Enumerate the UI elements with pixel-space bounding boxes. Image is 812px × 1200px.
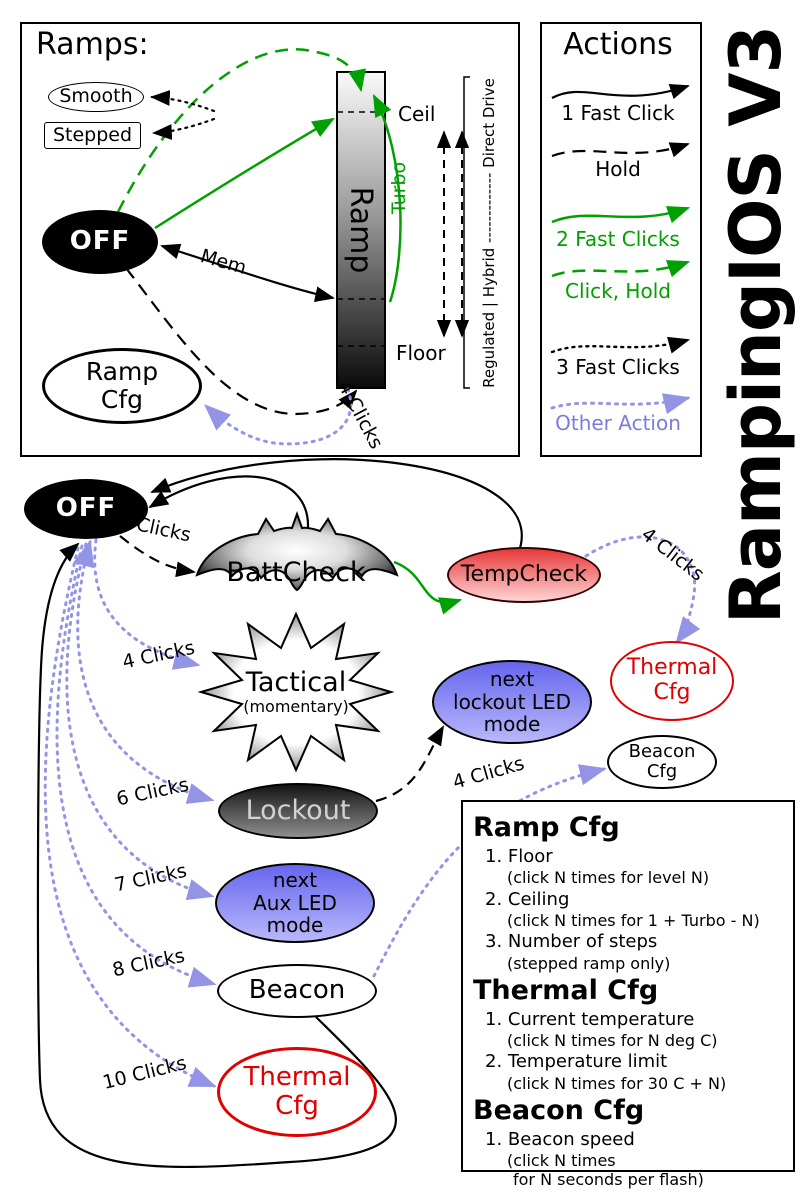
tactical-line1: Tactical bbox=[245, 667, 347, 699]
smooth-node: Smooth bbox=[48, 82, 144, 112]
ramp-cfg-line2: Cfg bbox=[100, 385, 144, 414]
battcheck-bat-shape bbox=[195, 511, 399, 592]
legend-other-action-arrow bbox=[550, 393, 691, 415]
edge-off-mem bbox=[160, 243, 335, 302]
next-aux-led-node: next Aux LED mode bbox=[215, 863, 375, 943]
config-item: 3. Number of steps bbox=[485, 931, 658, 953]
ceil-label: Ceil bbox=[398, 102, 436, 126]
stepped-label: Stepped bbox=[52, 123, 133, 146]
config-panel-box: Ramp Cfg 1. Floor (click N times for lev… bbox=[461, 800, 795, 1189]
edge-battcheck-off bbox=[148, 475, 310, 529]
edge-tempcheck-off bbox=[150, 458, 523, 549]
next-lockout-line3: mode bbox=[483, 712, 541, 737]
legend-3-fast-clicks-arrow bbox=[550, 336, 691, 354]
edge-off-hold-floor bbox=[125, 267, 358, 416]
config-item-sub: (stepped ramp only) bbox=[507, 953, 671, 973]
edge-beacon-off-loop bbox=[36, 542, 397, 1169]
beacon-node: Beacon bbox=[217, 964, 377, 1018]
page-title: RampingIOS V3 bbox=[715, 25, 797, 625]
legend-hold-arrow bbox=[551, 142, 690, 158]
thermal-cfg-bottom-line2: Cfg bbox=[275, 1091, 319, 1121]
off-label-main: OFF bbox=[55, 493, 117, 524]
drive-scale-label: Regulated | Hybrid ------------- Direct … bbox=[479, 78, 498, 388]
off-node-top: OFF bbox=[42, 210, 158, 274]
tempcheck-node: TempCheck bbox=[447, 547, 601, 603]
off-node-main: OFF bbox=[24, 479, 148, 539]
next-lockout-line2: lockout LED bbox=[453, 689, 571, 714]
battcheck-label: BattCheck bbox=[226, 557, 366, 589]
ramp-cfg-node: Ramp Cfg bbox=[42, 348, 202, 424]
thermal-cfg-bottom-line1: Thermal bbox=[243, 1061, 351, 1092]
config-item-sub: (click N times for 30 C + N) bbox=[507, 1073, 727, 1093]
config-item-sub: (click N times bbox=[507, 1151, 616, 1171]
config-item-sub: (click N times for level N) bbox=[507, 868, 710, 888]
legend-hold-label: Hold bbox=[595, 157, 641, 181]
edge-off-clickhold-turbo bbox=[116, 48, 366, 213]
ramp-bar-label: Ramp bbox=[343, 186, 379, 274]
stepped-node: Stepped bbox=[44, 122, 141, 149]
lockout-node: Lockout bbox=[218, 783, 378, 839]
edge-lockout-nextlockoutled bbox=[375, 725, 444, 803]
thermal-cfg-node-bottom: Thermal Cfg bbox=[217, 1047, 377, 1137]
edge-ramp-4clicks-rampcfg bbox=[204, 387, 352, 446]
next-lockout-led-node: next lockout LED mode bbox=[432, 660, 592, 744]
legend-click-hold-arrow bbox=[551, 260, 691, 278]
edge-toggle-stepped bbox=[152, 117, 216, 140]
edge-off-6clicks-lockout bbox=[73, 539, 215, 804]
next-lockout-line1: next bbox=[489, 667, 535, 692]
config-item: 2. Temperature limit bbox=[485, 1051, 668, 1073]
ramps-title: Ramps: bbox=[36, 27, 149, 62]
thermal-cfg-top-line2: Cfg bbox=[653, 680, 691, 705]
edge-battcheck-tempcheck bbox=[393, 560, 463, 615]
beacon-cfg-line2: Cfg bbox=[646, 761, 678, 782]
next-aux-line2: Aux LED bbox=[253, 890, 337, 915]
config-item: 1. Current temperature bbox=[485, 1008, 695, 1030]
legend-2-fast-clicks-arrow bbox=[551, 206, 691, 224]
edge-tempcheck-4clicks-thermalcfg bbox=[584, 535, 701, 645]
config-item: 2. Ceiling bbox=[485, 888, 570, 910]
edge-toggle-smooth bbox=[150, 90, 216, 113]
config-section-title-ramp: Ramp Cfg bbox=[473, 812, 620, 843]
legend-click-hold-label: Click, Hold bbox=[565, 279, 671, 303]
legend-2-fast-clicks-label: 2 Fast Clicks bbox=[556, 227, 680, 251]
next-aux-line3: mode bbox=[266, 913, 324, 938]
edge-off-7clicks-aux bbox=[65, 542, 215, 900]
floor-label: Floor bbox=[396, 341, 446, 365]
config-item: 1. Floor bbox=[485, 846, 553, 867]
smooth-label: Smooth bbox=[59, 85, 133, 108]
drive-scale-bracket bbox=[463, 76, 470, 389]
config-section-title-beacon: Beacon Cfg bbox=[473, 1094, 645, 1126]
edge-ramp-turbo bbox=[372, 93, 402, 303]
next-aux-line1: next bbox=[272, 868, 318, 893]
thermal-cfg-node-top: Thermal Cfg bbox=[610, 641, 734, 721]
config-item-sub: (click N times for 1 + Turbo - N) bbox=[507, 910, 760, 930]
legend-3-fast-clicks-label: 3 Fast Clicks bbox=[556, 355, 680, 379]
tactical-line2: (momentary) bbox=[243, 697, 349, 717]
off-label-top: OFF bbox=[69, 226, 131, 257]
thermal-cfg-top-line1: Thermal bbox=[626, 655, 718, 681]
edge-off-8clicks-beacon bbox=[55, 544, 217, 988]
turbo-label: Turbo bbox=[387, 161, 410, 215]
beacon-cfg-node: Beacon Cfg bbox=[607, 735, 717, 789]
lockout-label: Lockout bbox=[245, 794, 351, 826]
legend-1-fast-click-label: 1 Fast Click bbox=[561, 101, 675, 125]
edge-off-2clicks-ceil bbox=[154, 117, 335, 230]
tactical-label: Tactical (momentary) bbox=[196, 668, 396, 716]
config-section-title-thermal: Thermal Cfg bbox=[473, 974, 659, 1006]
tempcheck-label: TempCheck bbox=[460, 561, 588, 587]
legend-1-fast-click-arrow bbox=[551, 84, 690, 100]
beacon-label: Beacon bbox=[248, 975, 346, 1006]
config-item-sub: (click N times for N deg C) bbox=[507, 1031, 718, 1051]
actions-title: Actions bbox=[563, 27, 673, 62]
edge-off-10clicks-thermalcfg bbox=[43, 546, 217, 1088]
ramp-cfg-line1: Ramp bbox=[85, 357, 159, 386]
config-item-sub: for N seconds per flash) bbox=[513, 1170, 704, 1190]
config-item: 1. Beacon speed bbox=[485, 1128, 635, 1150]
edge-beacon-4clicks-beaconcfg bbox=[372, 764, 607, 978]
legend-other-action-label: Other Action bbox=[555, 411, 681, 435]
beacon-cfg-line1: Beacon bbox=[628, 740, 696, 762]
